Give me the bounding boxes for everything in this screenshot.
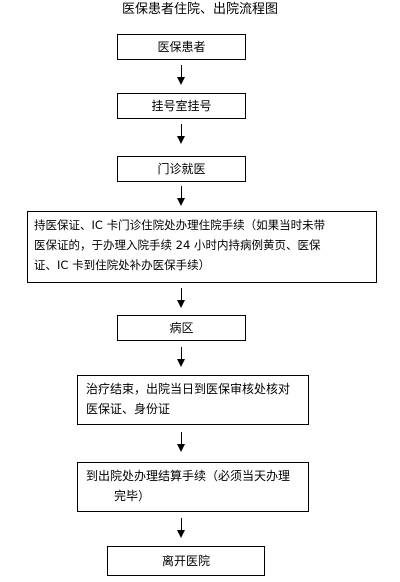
step-5-box: 病区 [117, 315, 246, 341]
arrow-3-4 [177, 186, 187, 206]
step-2-label: 挂号室挂号 [151, 99, 212, 113]
step-4-line-3: 证、IC 卡到住院处补办医保手续） [34, 258, 211, 272]
diagram-title: 医保患者住院、出院流程图 [121, 2, 278, 17]
step-3-box: 门诊就医 [117, 156, 246, 182]
step-7-box: 到出院处办理结算手续（必须当天办理 完毕） [77, 462, 309, 512]
step-8-box: 离开医院 [107, 546, 265, 576]
step-3-label: 门诊就医 [157, 162, 206, 176]
arrow-6-7 [177, 432, 187, 452]
step-4-line-2: 医保证的，于办理入院手续 24 小时内持病例黄页、医保 [34, 238, 321, 252]
step-6-box: 治疗结束，出院当日到医保审核处核对 医保证、身份证 [77, 375, 309, 425]
step-5-label: 病区 [169, 321, 194, 335]
step-7-line-1: 到出院处办理结算手续（必须当天办理 [86, 469, 291, 483]
step-7-line-2: 完毕） [114, 489, 151, 503]
step-1-box: 医保患者 [117, 34, 246, 60]
step-4-line-1: 持医保证、IC 卡门诊住院处办理住院手续（如果当时未带 [34, 218, 326, 232]
arrow-5-6 [177, 347, 187, 367]
step-6-line-2: 医保证、身份证 [86, 402, 171, 416]
step-1-label: 医保患者 [157, 40, 206, 54]
arrow-1-2 [177, 65, 187, 85]
step-4-box: 持医保证、IC 卡门诊住院处办理住院手续（如果当时未带 医保证的，于办理入院手续… [27, 211, 377, 283]
arrow-4-5 [177, 288, 187, 308]
step-6-line-1: 治疗结束，出院当日到医保审核处核对 [86, 382, 291, 396]
step-2-box: 挂号室挂号 [117, 93, 246, 119]
arrow-2-3 [177, 124, 187, 144]
arrow-7-8 [177, 518, 187, 538]
step-8-label: 离开医院 [161, 554, 210, 568]
